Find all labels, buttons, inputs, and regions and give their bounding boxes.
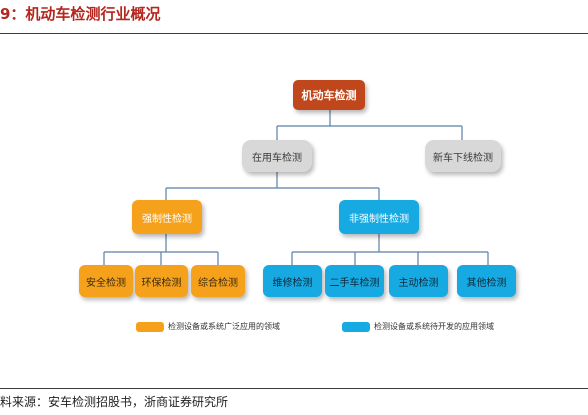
node-environment: 环保检测	[135, 265, 188, 297]
footer-rule	[0, 388, 588, 389]
node-safety: 安全检测	[79, 265, 133, 297]
header-rule	[0, 33, 588, 34]
node-in-use: 在用车检测	[242, 140, 312, 172]
node-used-car: 二手车检测	[325, 265, 384, 297]
node-optional: 非强制性检测	[339, 200, 419, 234]
legend-label-to-develop: 检测设备或系统待开发的应用领域	[374, 322, 494, 331]
legend-swatch-orange	[136, 322, 164, 332]
node-root: 机动车检测	[293, 80, 365, 110]
node-comprehensive: 综合检测	[191, 265, 245, 297]
node-mandatory: 强制性检测	[132, 200, 202, 234]
node-repair: 维修检测	[263, 265, 322, 297]
legend-swatch-blue	[342, 322, 370, 332]
node-new-car: 新车下线检测	[425, 140, 501, 172]
source-note: 料来源：安车检测招股书，浙商证券研究所	[0, 395, 229, 409]
node-other: 其他检测	[457, 265, 516, 297]
figure-title: 9：机动车检测行业概况	[0, 5, 161, 23]
node-active: 主动检测	[389, 265, 448, 297]
legend-label-widely-used: 检测设备或系统广泛应用的领域	[168, 322, 280, 331]
